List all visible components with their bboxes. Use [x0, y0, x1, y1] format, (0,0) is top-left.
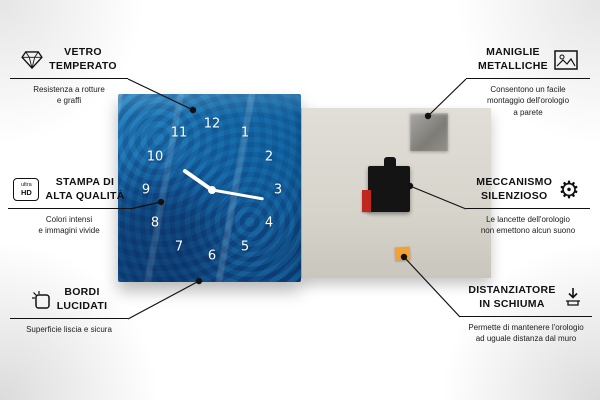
clock-center-cap — [208, 186, 216, 194]
callout-meccanismo-silenzioso: MECCANISMO SILENZIOSO ⚙ Le lancette dell… — [466, 176, 590, 237]
ultra-hd-label-top: ultra — [21, 182, 32, 189]
picture-frame-icon — [554, 49, 578, 70]
callout-title: MANIGLIE METALLICHE — [478, 46, 548, 72]
callout-vetro-temperato: VETRO TEMPERATO Resistenza a rotture e g… — [10, 46, 128, 107]
callout-subtitle: Le lancette dell'orologio non emettono a… — [480, 215, 576, 236]
minute-hand — [211, 188, 264, 201]
ultra-hd-icon: ultra HD — [13, 178, 40, 202]
clock-number: 8 — [150, 215, 160, 231]
metal-hanger-plate — [410, 113, 448, 151]
clock-number: 11 — [170, 125, 188, 141]
clock-number: 9 — [141, 182, 151, 198]
clock-number: 1 — [240, 125, 250, 141]
clock-number: 3 — [273, 182, 283, 198]
callout-title: STAMPA DI ALTA QUALITÀ — [45, 176, 125, 202]
clock-back-panel — [301, 108, 491, 278]
callout-subtitle: Resistenza a rotture e graffi — [33, 85, 105, 106]
clock-number: 5 — [240, 239, 250, 255]
clock-number: 10 — [146, 149, 164, 165]
battery — [362, 190, 371, 212]
polished-edge-icon — [31, 290, 51, 310]
callout-bordi-lucidati: BORDI LUCIDATI Superficie liscia e sicur… — [10, 286, 128, 335]
clock-mechanism — [368, 166, 410, 212]
callout-title: VETRO TEMPERATO — [49, 46, 117, 72]
callout-title: BORDI LUCIDATI — [56, 286, 108, 312]
clock-number: 12 — [203, 116, 221, 132]
foam-spacer-icon — [562, 287, 584, 309]
callout-subtitle: Permette di mantenere l'orologio ad ugua… — [468, 323, 584, 344]
callout-subtitle: Consentono un facile montaggio dell'orol… — [486, 85, 570, 117]
clock-front-panel: 12 1 2 3 4 5 6 7 8 9 10 11 — [118, 94, 301, 282]
callout-subtitle: Colori intensi e immagini vivide — [38, 215, 100, 236]
callout-maniglie-metalliche: MANIGLIE METALLICHE Consentono un facile… — [466, 46, 590, 118]
ultra-hd-label-bottom: HD — [20, 187, 32, 197]
callout-stampa-alta-qualita: ultra HD STAMPA DI ALTA QUALITÀ Colori i… — [8, 176, 130, 237]
diamond-icon — [21, 50, 43, 69]
callout-title: DISTANZIATORE IN SCHIUMA — [468, 284, 556, 310]
foam-spacer — [394, 246, 411, 261]
clock-number: 7 — [174, 239, 184, 255]
clock-number: 2 — [264, 149, 274, 165]
clock-number: 4 — [264, 215, 274, 231]
gear-icon: ⚙ — [558, 175, 580, 204]
mechanism-hook — [384, 157, 396, 167]
callout-title: MECCANISMO SILENZIOSO — [476, 176, 553, 202]
callout-distanziatore-schiuma: DISTANZIATORE IN SCHIUMA Permette di man… — [460, 284, 592, 345]
callout-subtitle: Superficie liscia e sicura — [26, 325, 112, 335]
clock-number: 6 — [207, 248, 217, 264]
